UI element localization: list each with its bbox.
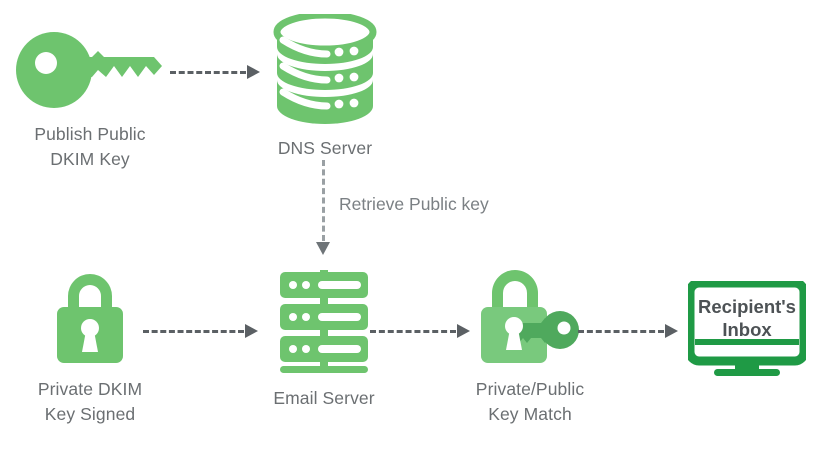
arrow-head [247, 65, 260, 79]
arrow-head [665, 324, 678, 338]
arrow-lock-to-email-server [143, 324, 258, 338]
server-rack-icon [276, 270, 372, 374]
arrow-dns-to-email-server [316, 160, 330, 255]
padlock-closed-icon [51, 265, 129, 365]
node-email-server: Email Server [253, 270, 395, 411]
node-dns-server: DNS Server [250, 14, 400, 161]
arrow-key-to-dns [170, 65, 260, 79]
node-private-public-key-match: Private/Public Key Match [455, 265, 605, 427]
arrow-email-server-to-key-match [370, 324, 470, 338]
arrow-shaft [143, 329, 244, 333]
node-recipients-inbox: Recipient's Inbox [684, 281, 810, 377]
arrow-shaft [370, 329, 456, 333]
arrow-shaft [321, 160, 325, 241]
node-publish-public-dkim-key: Publish Public DKIM Key [10, 30, 170, 172]
arrow-head [457, 324, 470, 338]
arrow-head [316, 242, 330, 255]
node-label: DNS Server [277, 138, 373, 158]
key-icon [16, 30, 164, 110]
arrow-head [245, 324, 258, 338]
database-icon [273, 14, 377, 124]
arrow-shaft [578, 329, 664, 333]
monitor-screen-label: Recipient's Inbox [698, 296, 796, 341]
edge-label-retrieve-public-key: Retrieve Public key [339, 194, 489, 214]
node-label: Private DKIM Key Signed [37, 379, 143, 424]
monitor-icon: Recipient's Inbox [688, 281, 806, 377]
node-label: Publish Public DKIM Key [34, 124, 146, 169]
arrow-key-match-to-inbox [578, 324, 678, 338]
node-label: Email Server [273, 388, 375, 408]
padlock-open-with-key-icon [475, 265, 585, 365]
arrow-shaft [170, 70, 246, 74]
node-label: Private/Public Key Match [475, 379, 585, 424]
node-private-dkim-key-signed: Private DKIM Key Signed [25, 265, 155, 427]
